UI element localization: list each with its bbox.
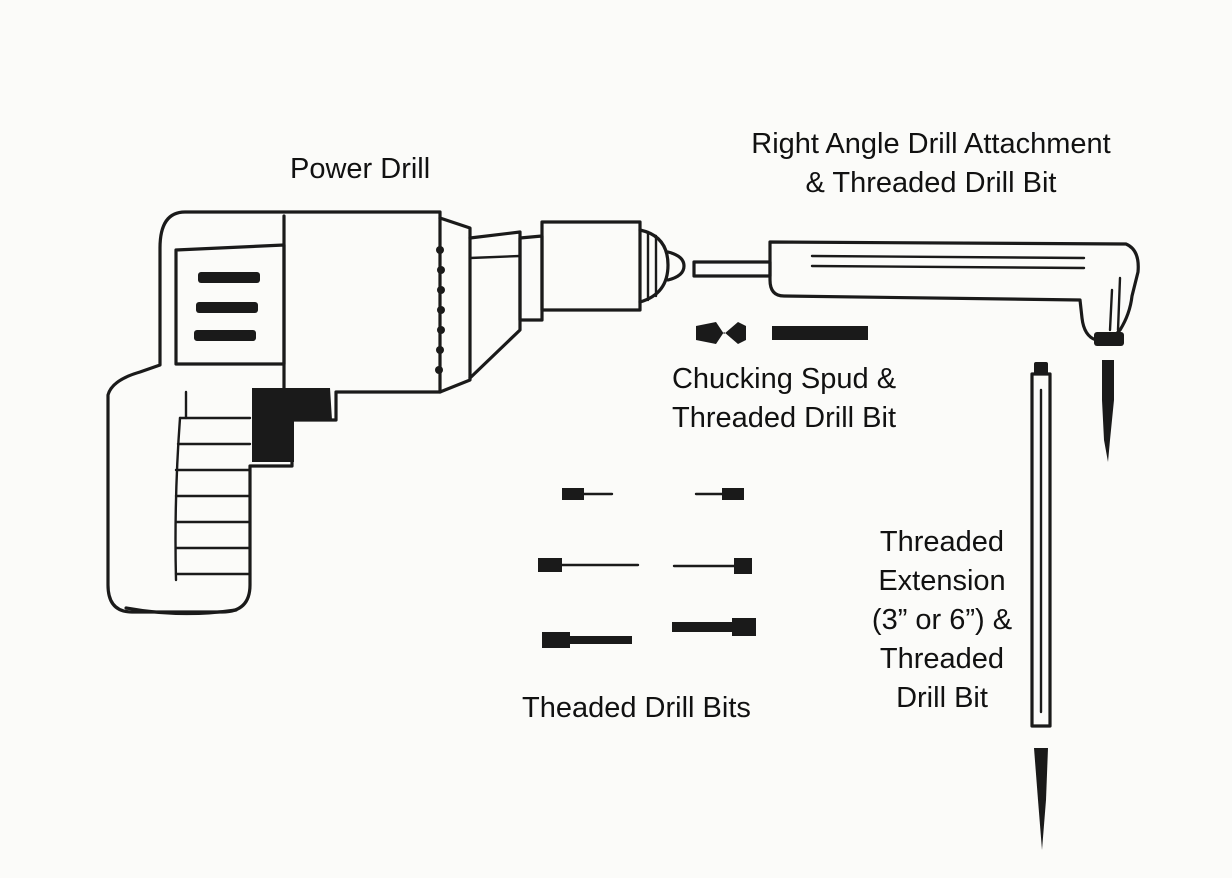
label-chucking-spud: Chucking Spud & Threaded Drill Bit [656,360,912,438]
label-right-angle-attachment: Right Angle Drill Attachment & Threaded … [716,125,1146,203]
threaded-extension [1030,362,1052,850]
label-threaded-drill-bits-text: Theaded Drill Bits [522,692,751,724]
label-chucking-spud-line-1: Chucking Spud & [671,363,897,395]
label-power-drill: Power Drill [290,150,430,189]
label-extension-line-1: Threaded [879,526,1005,558]
vent-slot-1 [198,272,260,283]
chucking-spud [696,322,868,344]
right-angle-bit [1102,360,1114,462]
label-extension-line-4: Threaded [879,643,1005,675]
label-right-angle-line-2: & Threaded Drill Bit [805,167,1057,199]
label-extension-line-2: Extension [878,565,1006,597]
label-right-angle-line-1: Right Angle Drill Attachment [751,128,1111,160]
extension-bit [1034,748,1048,850]
label-extension-line-3: (3” or 6”) & [871,604,1013,636]
right-angle-attachment [692,240,1140,462]
power-drill [106,210,686,616]
label-threaded-extension: Threaded Extension (3” or 6”) & Threaded… [848,523,1036,718]
trigger [252,388,332,462]
label-power-drill-text: Power Drill [290,153,431,185]
label-extension-line-5: Drill Bit [896,682,988,714]
vent-slot-3 [194,330,256,341]
threaded-drill-bits [538,488,756,648]
label-threaded-drill-bits: Theaded Drill Bits [522,689,751,728]
vent-slot-2 [196,302,258,313]
label-chucking-spud-line-2: Threaded Drill Bit [671,402,897,434]
